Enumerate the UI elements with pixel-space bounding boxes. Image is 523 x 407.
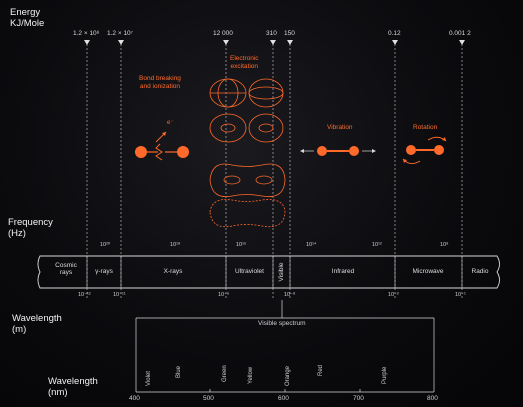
band-radio: Radio (471, 268, 489, 275)
nm-axis (135, 322, 435, 393)
wavelength-tick: 10⁻⁶ (218, 292, 230, 298)
energy-value: 150 (284, 30, 295, 37)
color-orange: Orange (285, 365, 291, 386)
visible-expansion (135, 300, 435, 322)
frequency-tick: 10¹⁴ (306, 242, 317, 248)
spectrum-band (37, 255, 500, 289)
wavelength-tick: 10⁻⁸ (284, 292, 296, 298)
wavelength-tick: 10⁻¹² (78, 292, 91, 298)
vibration-label: Vibration (327, 124, 353, 131)
nm-tick: 700 (353, 395, 364, 402)
color-red: Red (318, 364, 324, 376)
wavelength-nm-label: Wavelength(nm) (48, 376, 98, 398)
band-gamma-rays: γ-rays (95, 268, 113, 275)
energy-value: 1.2 × 10⁸ (73, 30, 100, 37)
vibration-molecule (300, 146, 376, 156)
color-yellow: Yellow (248, 366, 254, 384)
color-green: Green (222, 365, 228, 382)
energy-value: 310 (266, 30, 277, 37)
frequency-tick: 10¹⁸ (170, 242, 181, 248)
color-violet: Violet (146, 371, 152, 386)
energy-value: 12 000 (213, 30, 233, 37)
band-x-rays: X-rays (163, 268, 183, 275)
bond-breaking-molecule (135, 131, 189, 161)
nm-tick: 500 (203, 395, 214, 402)
frequency-tick: 10⁸ (440, 242, 449, 248)
color-blue: Blue (176, 365, 182, 378)
band-infrared: Infrared (331, 268, 355, 275)
frequency-label: Frequency(Hz) (8, 217, 53, 239)
energy-value: 0.001 2 (449, 30, 471, 37)
nm-tick: 600 (278, 395, 289, 402)
energy-value: 0.12 (388, 30, 401, 37)
visible-spectrum-label: Visible spectrum (258, 320, 306, 327)
nm-tick: 800 (427, 395, 438, 402)
frequency-tick: 10¹⁶ (236, 242, 247, 248)
energy-markers (84, 40, 465, 45)
rotation-molecule (402, 136, 447, 164)
wavelength-tick: 10⁻¹¹ (113, 292, 126, 298)
electron-label: e⁻ (167, 120, 174, 126)
wavelength-tick: 10⁻² (388, 292, 399, 298)
band-cosmic-rays: Cosmic rays (55, 262, 77, 276)
energy-value: 1.2 × 10⁷ (107, 30, 134, 37)
color-purple: Purple (382, 366, 388, 384)
rotation-label: Rotation (413, 124, 438, 131)
nm-tick: 400 (129, 395, 140, 402)
band-visible: Visible (278, 262, 285, 282)
band-ultraviolet: Ultraviolet (235, 268, 264, 275)
orbital-shapes (209, 78, 286, 228)
frequency-tick: 10¹² (372, 242, 382, 248)
wavelength-m-label: Wavelength(m) (12, 313, 62, 335)
frequency-tick: 10²⁰ (100, 242, 111, 248)
wavelength-tick: 10⁻¹ (455, 292, 466, 298)
band-microwave: Microwave (412, 268, 444, 275)
